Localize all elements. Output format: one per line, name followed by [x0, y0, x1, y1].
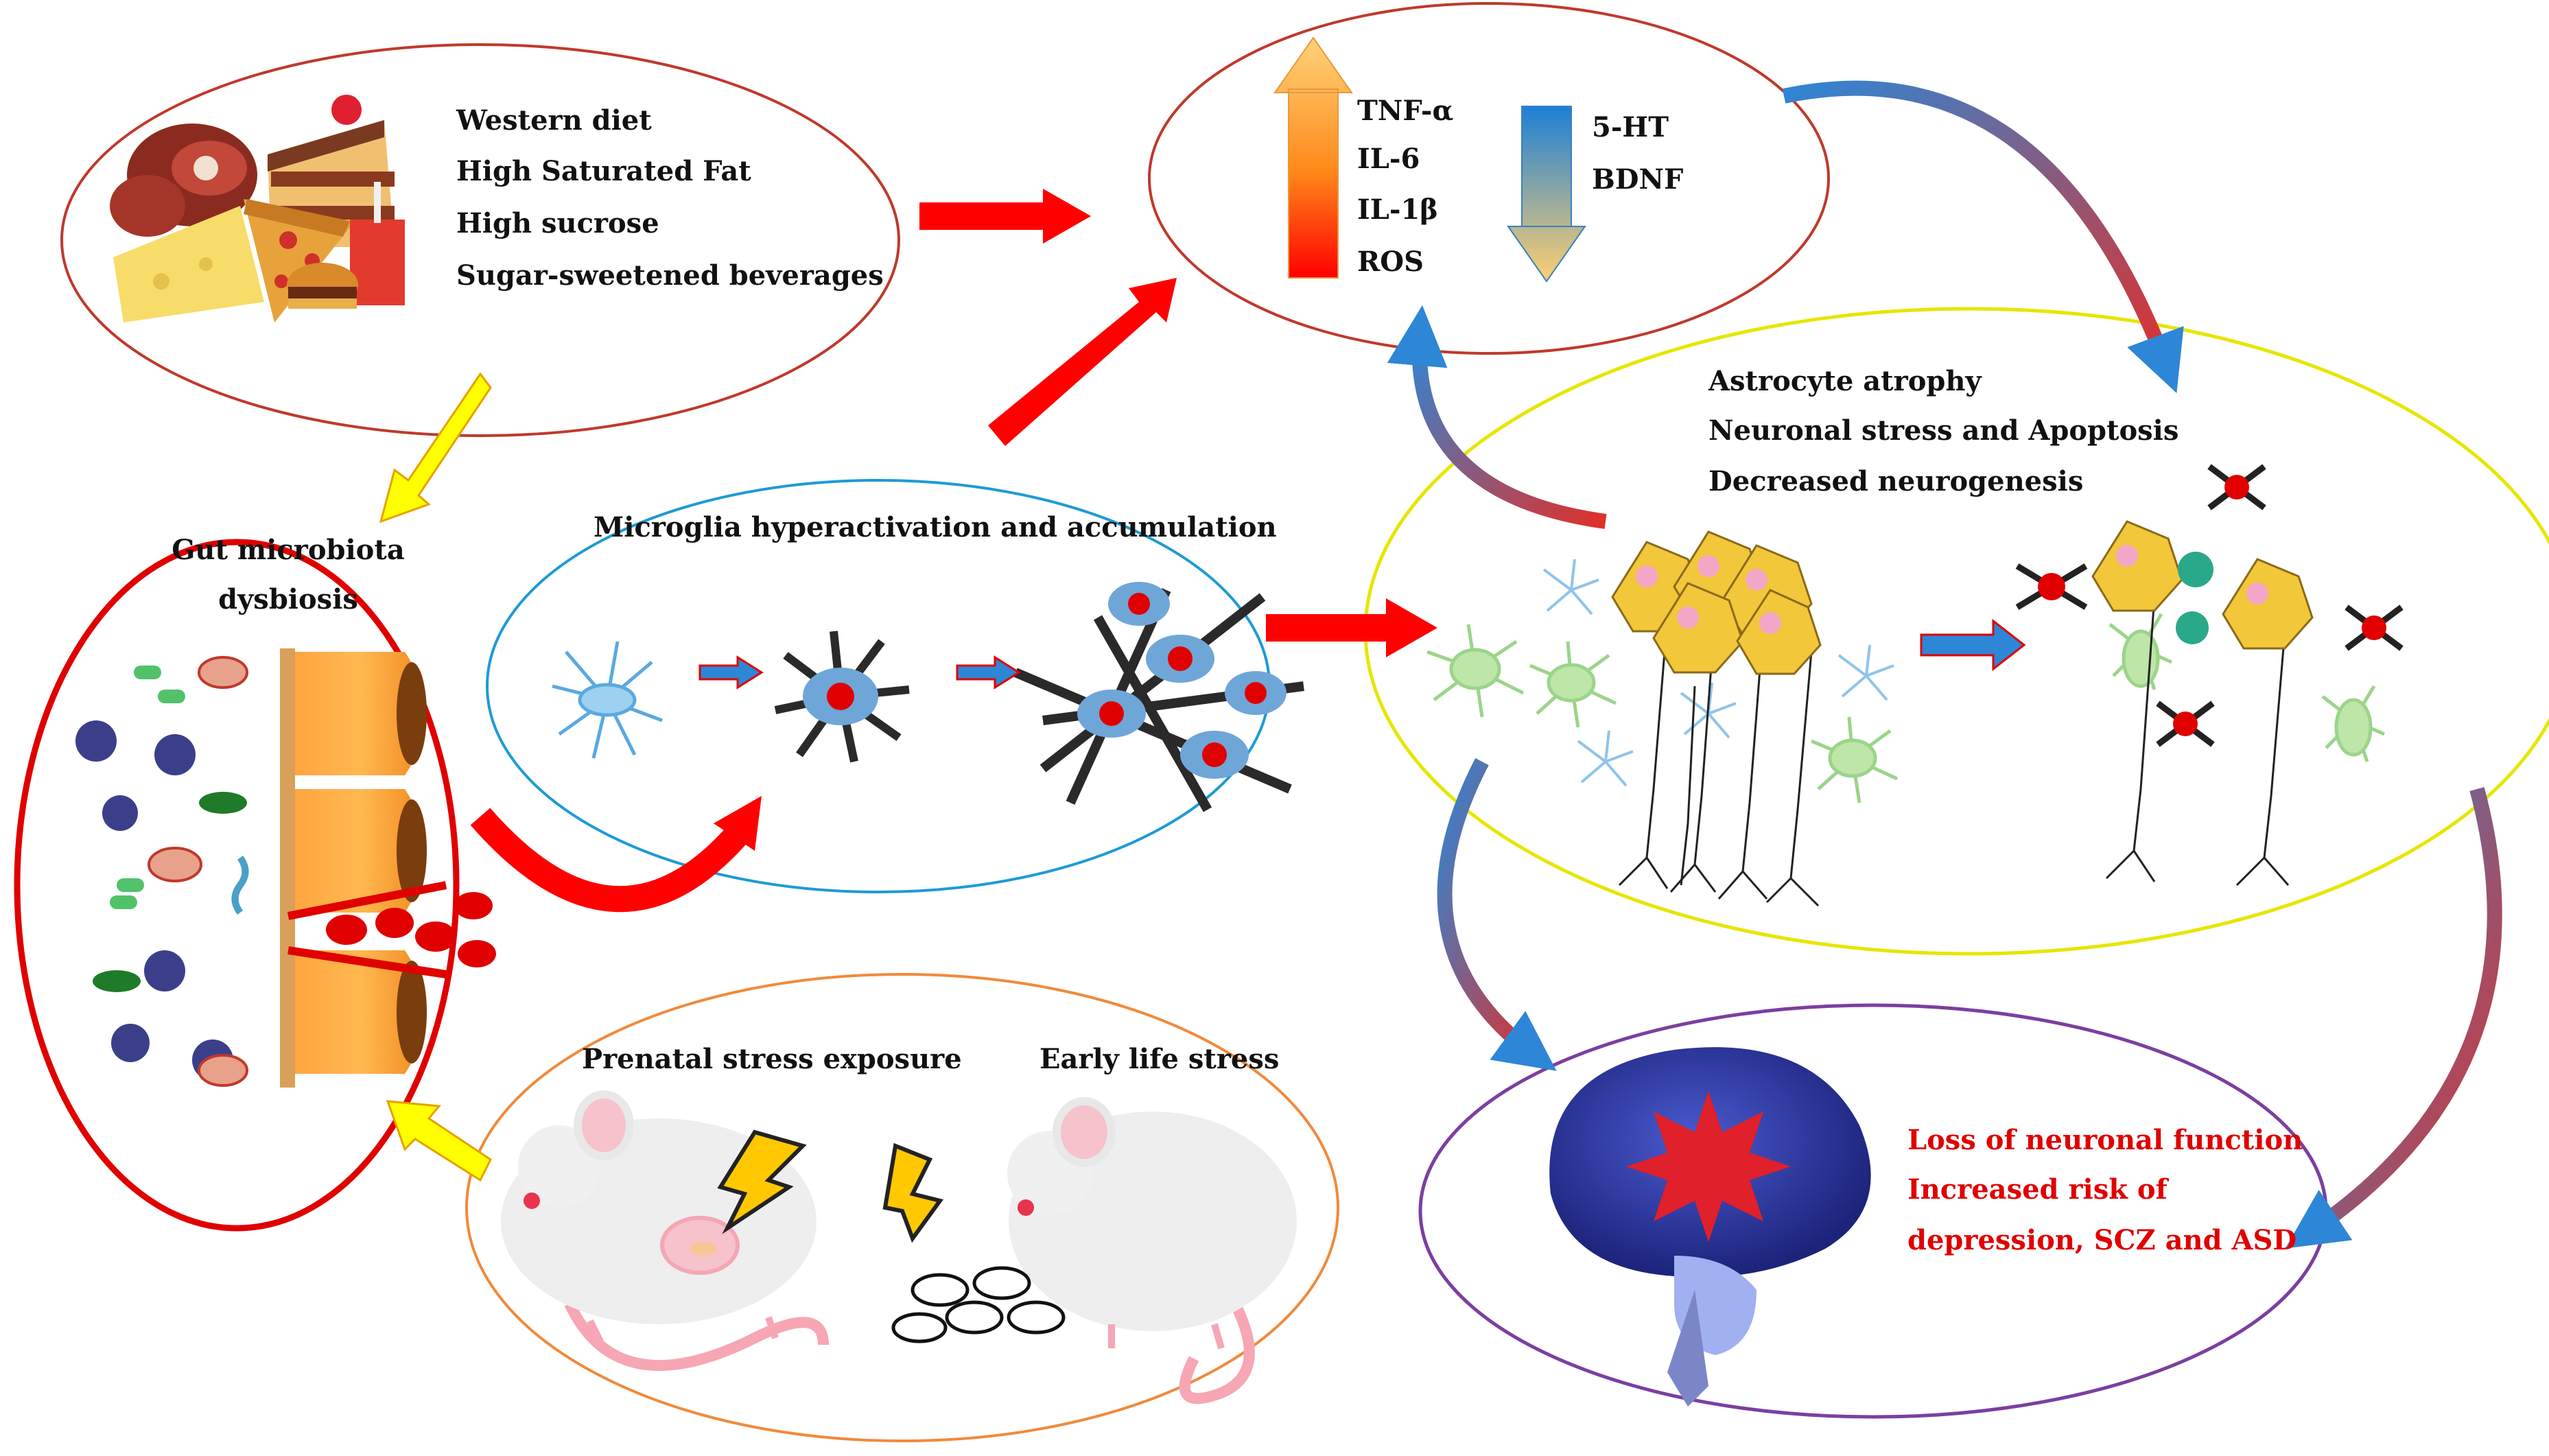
neuro-label-astrocyte: Astrocyte atrophy: [1708, 365, 1982, 397]
outcome-label-increased-risk: Increased risk of: [1907, 1173, 2168, 1206]
curved-arrow-neuro-to-outcome-left: [1437, 758, 1557, 1071]
food-illustration: [110, 95, 405, 322]
marker-5-ht: 5-HT: [1592, 111, 1669, 143]
gut-title-line-1: Gut microbiota: [172, 534, 405, 566]
bacteria-cluster: [75, 656, 249, 1087]
pregnant-mouse-illustration: [501, 1090, 829, 1371]
inflammation-ellipse: [1148, 2, 1830, 355]
neurons-damaged: [2015, 464, 2404, 886]
microglia-accumulation: [1013, 582, 1304, 812]
marker-tnf-alpha: TNF-α: [1357, 95, 1454, 127]
marker-ros: ROS: [1357, 246, 1424, 278]
outcome-label-disorders: depression, SCZ and ASD: [1907, 1224, 2297, 1256]
diet-label-sucrose: High sucrose: [456, 207, 659, 239]
neuro-label-neurogenesis: Decreased neurogenesis: [1708, 465, 2084, 497]
resting-microglia: [552, 641, 663, 759]
astrocytes-green: [1426, 613, 2386, 803]
activated-microglia: [774, 631, 910, 763]
stress-label-prenatal: Prenatal stress exposure: [582, 1043, 962, 1075]
diet-label-beverages: Sugar-sweetened beverages: [456, 259, 884, 292]
curved-arrow-inflammation-to-neuro: [1782, 80, 2184, 393]
marker-il-1-beta: IL-1β: [1357, 193, 1438, 226]
arrow-microglia-to-inflammation: [988, 278, 1177, 446]
arrow-stress-to-gut: [386, 1100, 492, 1182]
stress-ellipse: [465, 973, 1339, 1442]
stress-label-early-life: Early life stress: [1039, 1043, 1280, 1075]
increase-arrow-icon: [1273, 36, 1353, 279]
adult-mouse-illustration: [1007, 1097, 1297, 1405]
arrow-microglia-step-2: [956, 655, 1021, 690]
brain-illustration: [1549, 1047, 1871, 1407]
diet-label-western: Western diet: [456, 104, 652, 137]
diet-label-saturated-fat: High Saturated Fat: [456, 155, 751, 187]
pups-illustration: [891, 1266, 1066, 1343]
curved-arrow-gut-to-microglia-head: [714, 796, 762, 851]
gut-epithelium: [280, 648, 496, 1088]
curved-arrow-neuro-to-inflammation: [1387, 305, 1607, 529]
lightning-icon-prenatal: [717, 1129, 807, 1234]
lightning-icon-early-life: [882, 1142, 944, 1243]
diet-ellipse: [60, 43, 900, 437]
decrease-arrow-icon: [1507, 106, 1586, 283]
curved-arrow-gut-to-microglia: [470, 808, 751, 913]
neurons-healthy: [1611, 530, 1822, 907]
arrow-diet-to-gut: [379, 372, 492, 524]
outcome-ellipse: [1418, 1003, 2328, 1419]
gut-ellipse: [14, 539, 460, 1232]
outcome-label-neuronal-function: Loss of neuronal function: [1907, 1124, 2303, 1156]
microglia-title: Microglia hyperactivation and accumulati…: [594, 511, 1277, 543]
marker-il-6: IL-6: [1357, 143, 1420, 175]
neuro-label-apoptosis: Neuronal stress and Apoptosis: [1708, 414, 2179, 447]
arrow-microglia-to-neuro: [1266, 598, 1437, 657]
arrow-neuron-progression: [1920, 618, 2026, 672]
gut-title-line-2: dysbiosis: [218, 583, 358, 615]
arrow-microglia-step-1: [698, 655, 764, 690]
curved-arrow-neuro-to-outcome-right: [2285, 787, 2502, 1249]
marker-bdnf: BDNF: [1592, 163, 1684, 196]
arrow-diet-to-inflammation: [919, 189, 1091, 244]
